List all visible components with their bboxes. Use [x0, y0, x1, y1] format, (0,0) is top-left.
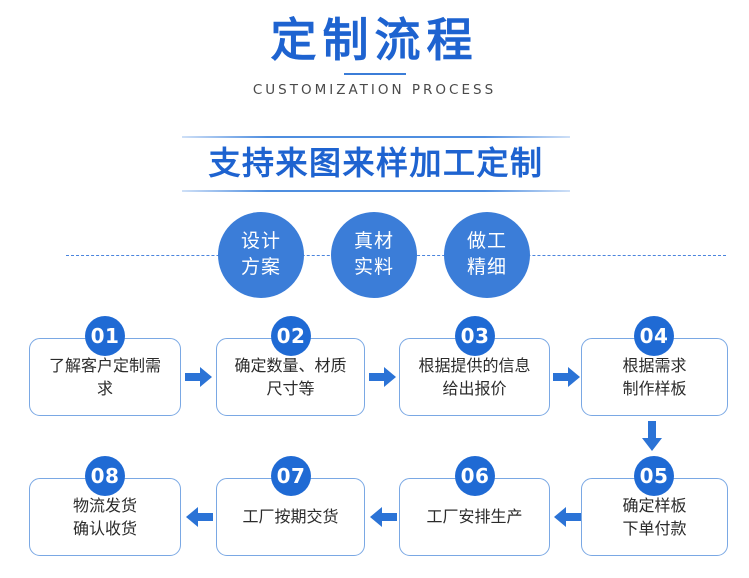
step-badge-05: 05 — [634, 456, 674, 496]
step-07-line1: 工厂按期交货 — [242, 507, 339, 527]
feature-circle-material-line2: 实料 — [353, 256, 394, 278]
step-04-line2: 制作样板 — [622, 379, 687, 398]
feature-circle-craft-line1: 做工 — [466, 230, 507, 253]
feature-circle-design-line2: 方案 — [240, 256, 281, 278]
step-01-line1: 了解客户定制需 — [48, 355, 161, 375]
step-02-line2: 尺寸等 — [266, 379, 315, 398]
step-05-line2: 下单付款 — [622, 519, 687, 538]
step-badge-03: 03 — [455, 316, 495, 356]
step-02-line1: 确定数量、材质 — [234, 355, 347, 375]
step-08-line1: 物流发货 — [72, 495, 137, 515]
page-subtitle: CUSTOMIZATION PROCESS — [252, 82, 497, 99]
step-badge-06: 06 — [455, 456, 495, 496]
feature-circle-design-line1: 设计 — [240, 230, 281, 253]
step-badge-08: 08 — [85, 456, 125, 496]
arrow-03-to-04-icon — [553, 366, 581, 388]
step-badge-07: 07 — [271, 456, 311, 496]
step-01-line2: 求 — [96, 379, 113, 398]
step-badge-02: 02 — [271, 316, 311, 356]
step-badge-01: 01 — [85, 316, 125, 356]
step-03-line1: 根据提供的信息 — [418, 355, 531, 375]
arrow-02-to-03-icon — [369, 366, 397, 388]
step-box-06: 工厂安排生产 — [399, 478, 550, 556]
banner-top-rule — [182, 136, 570, 138]
arrow-07-to-08-icon — [185, 506, 213, 528]
arrow-06-to-07-icon — [369, 506, 397, 528]
banner-text: 支持来图来样加工定制 — [208, 144, 544, 182]
feature-circle-group: 设计 方案 真材 实料 做工 精细 — [0, 212, 749, 300]
step-03-line2: 给出报价 — [442, 379, 507, 398]
arrow-04-to-05-icon — [641, 421, 663, 452]
feature-circle-craft: 做工 精细 — [444, 212, 530, 298]
banner: 支持来图来样加工定制 — [182, 136, 570, 193]
arrow-05-to-06-icon — [553, 506, 581, 528]
feature-circle-design: 设计 方案 — [218, 212, 304, 298]
arrow-01-to-02-icon — [185, 366, 213, 388]
step-08-line2: 确认收货 — [72, 519, 137, 538]
step-06-line1: 工厂安排生产 — [426, 507, 523, 527]
feature-circle-craft-line2: 精细 — [466, 256, 507, 278]
feature-circle-material: 真材 实料 — [331, 212, 417, 298]
step-04-line1: 根据需求 — [622, 355, 687, 375]
banner-bottom-rule — [182, 190, 570, 193]
feature-circle-material-line1: 真材 — [353, 230, 394, 253]
step-05-line1: 确定样板 — [622, 495, 687, 515]
step-box-07: 工厂按期交货 — [216, 478, 365, 556]
step-box-01: 了解客户定制需 求 — [29, 338, 181, 416]
page-header: 定制流程 CUSTOMIZATION PROCESS — [0, 0, 749, 98]
step-badge-04: 04 — [634, 316, 674, 356]
page-title: 定制流程 — [270, 13, 479, 67]
title-divider — [343, 73, 406, 76]
